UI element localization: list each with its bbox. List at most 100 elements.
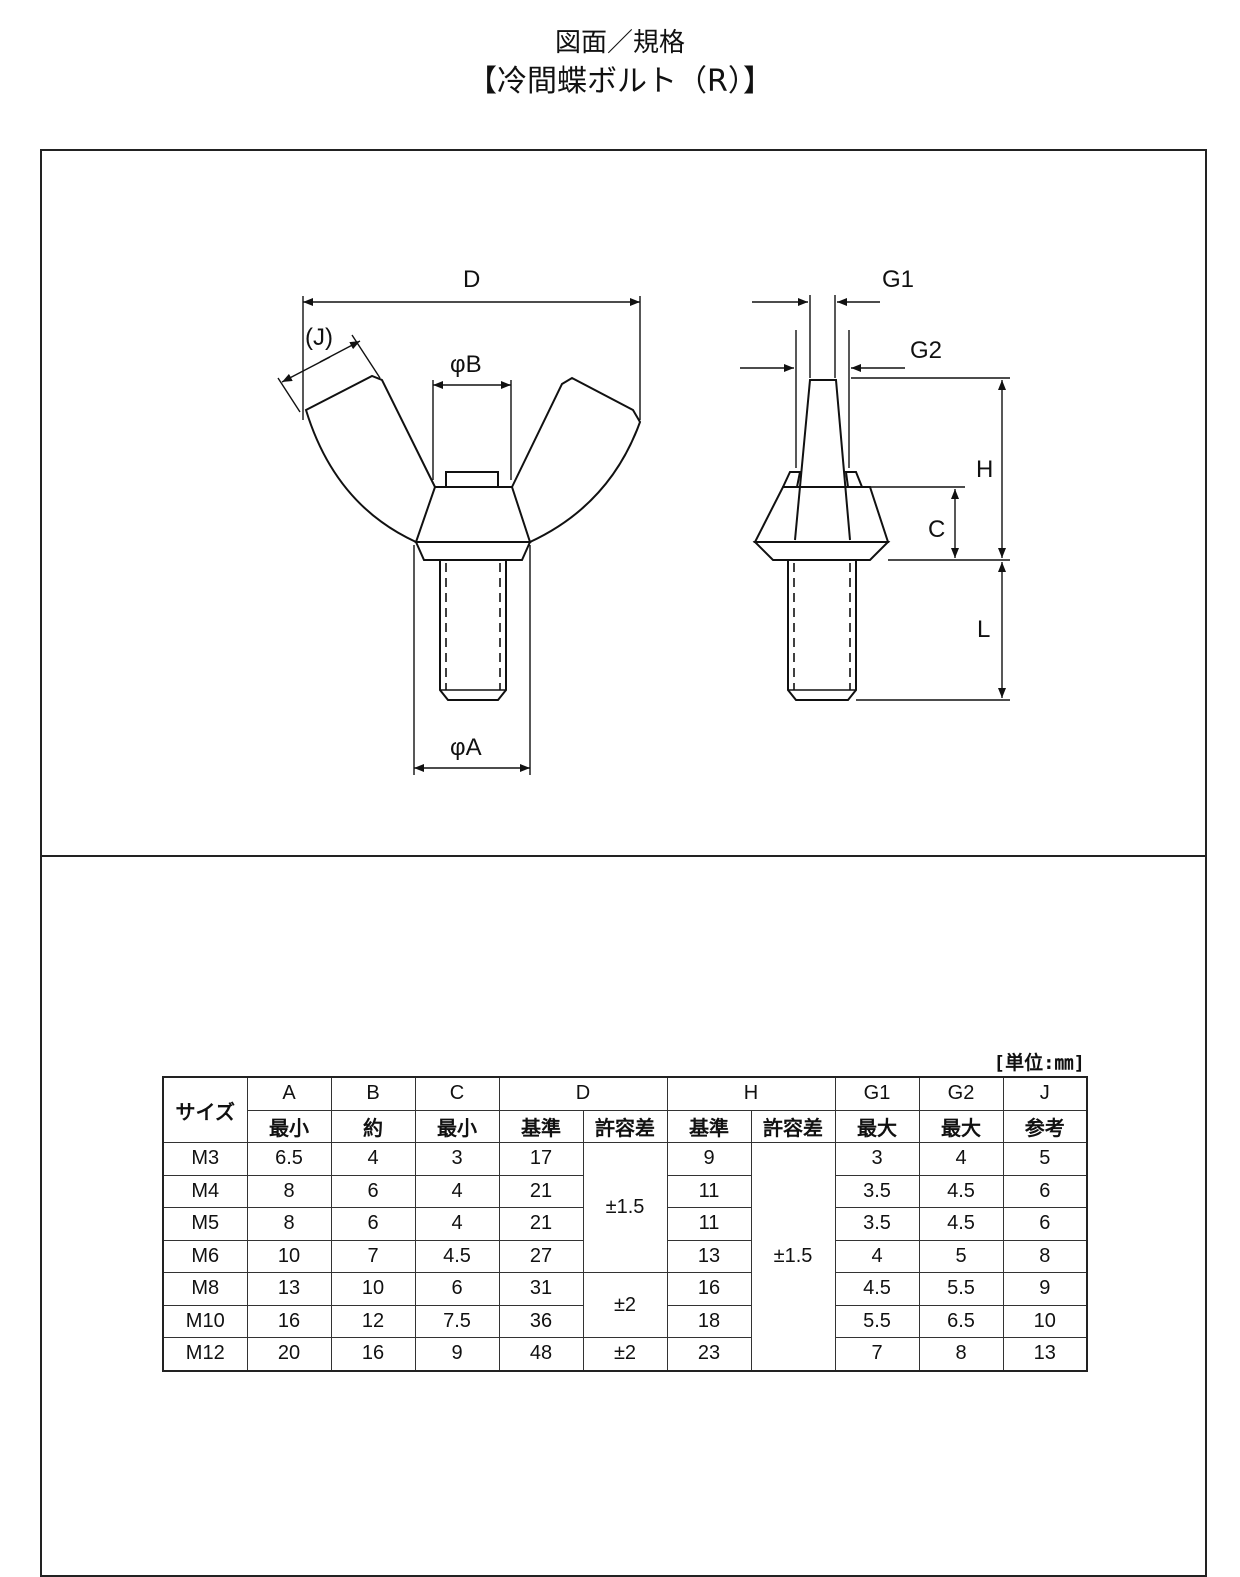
cell: 9 (666, 1142, 752, 1176)
cell: 13 (1002, 1337, 1088, 1371)
cell: 31 (498, 1272, 584, 1306)
cell: M6 (162, 1239, 248, 1273)
cell: 7 (834, 1337, 920, 1371)
cell: 10 (1002, 1304, 1088, 1338)
table-row: M12 20 16 9 48 ±2 23 7 8 13 (162, 1337, 1088, 1371)
cell: 4.5 (834, 1272, 920, 1306)
cell: 8 (1002, 1239, 1088, 1273)
table-row: M10 16 12 7.5 36 18 5.5 6.5 10 (162, 1304, 1088, 1338)
cell: 9 (1002, 1272, 1088, 1306)
cell: M8 (162, 1272, 248, 1306)
cell: 3.5 (834, 1174, 920, 1208)
side-dimensions (740, 295, 1010, 701)
cell: 4.5 (918, 1174, 1004, 1208)
cell: 4.5 (414, 1239, 500, 1273)
cell: 4 (834, 1239, 920, 1273)
d-tolerance-cell: ±2 (582, 1272, 668, 1338)
header-cell: B (330, 1076, 416, 1111)
dim-label-d: D (463, 266, 480, 293)
cell: 16 (666, 1272, 752, 1306)
subheader-cell: 参考 (1002, 1109, 1088, 1143)
cell: 11 (666, 1207, 752, 1241)
cell: 21 (498, 1207, 584, 1241)
cell: 10 (330, 1272, 416, 1306)
unit-label: [単位:㎜] (993, 1052, 1085, 1074)
table-row: M4 8 6 4 21 11 3.5 4.5 6 (162, 1174, 1088, 1208)
subheader-cell: 最大 (834, 1109, 920, 1143)
cell: 8 (246, 1174, 332, 1208)
front-view (304, 374, 642, 701)
cell: 4 (330, 1142, 416, 1176)
subheader-cell: 最小 (246, 1109, 332, 1143)
cell: 7.5 (414, 1304, 500, 1338)
cell: 3 (414, 1142, 500, 1176)
table-header-row-1: サイズ A B C D H G1 G2 J (162, 1076, 1088, 1143)
cell: 8 (918, 1337, 1004, 1371)
table-row: M5 8 6 4 21 11 3.5 4.5 6 (162, 1207, 1088, 1241)
cell: M5 (162, 1207, 248, 1241)
subheader-cell: 約 (330, 1109, 416, 1143)
dim-label-g1: G1 (882, 266, 914, 293)
side-collar (752, 541, 891, 561)
table-row: M8 13 10 6 31 ±2 16 4.5 5.5 9 (162, 1272, 1088, 1338)
subheader-cell: 許容差 (582, 1109, 668, 1143)
cell: 12 (330, 1304, 416, 1338)
cell: 5.5 (918, 1272, 1004, 1306)
header-cell: C (414, 1076, 500, 1111)
subheader-cell: 最大 (918, 1109, 1004, 1143)
cell: 5 (918, 1239, 1004, 1273)
cell: 7 (330, 1239, 416, 1273)
cell: 6.5 (246, 1142, 332, 1176)
d-tolerance-cell: ±1.5 (582, 1142, 668, 1273)
hub-collar (414, 541, 532, 561)
subheader-cell: 許容差 (750, 1109, 836, 1143)
cell: 10 (246, 1239, 332, 1273)
header-cell: G2 (918, 1076, 1004, 1111)
front-dimensions (277, 296, 641, 775)
dim-label-j: (J) (305, 324, 333, 351)
cell: 13 (666, 1239, 752, 1273)
cell: 13 (246, 1272, 332, 1306)
cell: 4 (414, 1207, 500, 1241)
page-title-line2: 【冷間蝶ボルト（R）】 (467, 64, 773, 99)
right-wing-outline (511, 376, 642, 543)
page-title-line1: 図面／規格 (554, 28, 685, 58)
side-view (752, 379, 891, 701)
header-cell: A (246, 1076, 332, 1111)
header-cell: J (1002, 1076, 1088, 1111)
cell: 6 (330, 1174, 416, 1208)
technical-drawing: D (J) φB φA G1 G2 H C L (277, 266, 1010, 775)
cell: M12 (162, 1337, 248, 1371)
cell: 4 (414, 1174, 500, 1208)
spec-table: サイズ A B C D H G1 G2 J 最小 約 最小 基準 許容差 基準 … (162, 1076, 1088, 1372)
cell: 8 (246, 1207, 332, 1241)
cell: 21 (498, 1174, 584, 1208)
dim-label-b: φB (450, 351, 482, 378)
cell: M10 (162, 1304, 248, 1338)
dim-label-l: L (977, 616, 990, 643)
dim-label-c: C (928, 516, 945, 543)
header-cell: G1 (834, 1076, 920, 1111)
cell: 6 (414, 1272, 500, 1306)
table-row: M3 6.5 4 3 17 ±1.5 9 ±1.5 3 4 5 (162, 1142, 1088, 1371)
cell: 20 (246, 1337, 332, 1371)
cell: 11 (666, 1174, 752, 1208)
table-header-row-2: 最小 約 最小 基準 許容差 基準 許容差 最大 最大 参考 (163, 1109, 1088, 1143)
cell: 5.5 (834, 1304, 920, 1338)
cell: 16 (246, 1304, 332, 1338)
side-hub (753, 486, 890, 543)
hub-body (414, 486, 532, 543)
cell: 4.5 (918, 1207, 1004, 1241)
dim-label-a: φA (450, 734, 482, 761)
cell: 6 (1002, 1174, 1088, 1208)
cell: 6 (1002, 1207, 1088, 1241)
cell: 6 (330, 1207, 416, 1241)
hub-top (445, 471, 499, 487)
cell: 6.5 (918, 1304, 1004, 1338)
cell: 48 (498, 1337, 584, 1371)
cell: 9 (414, 1337, 500, 1371)
subheader-cell: 基準 (498, 1109, 584, 1143)
shank-outline (439, 560, 507, 701)
dimension-labels: D (J) φB φA G1 G2 H C L (305, 266, 993, 761)
left-wing-outline (304, 374, 436, 543)
